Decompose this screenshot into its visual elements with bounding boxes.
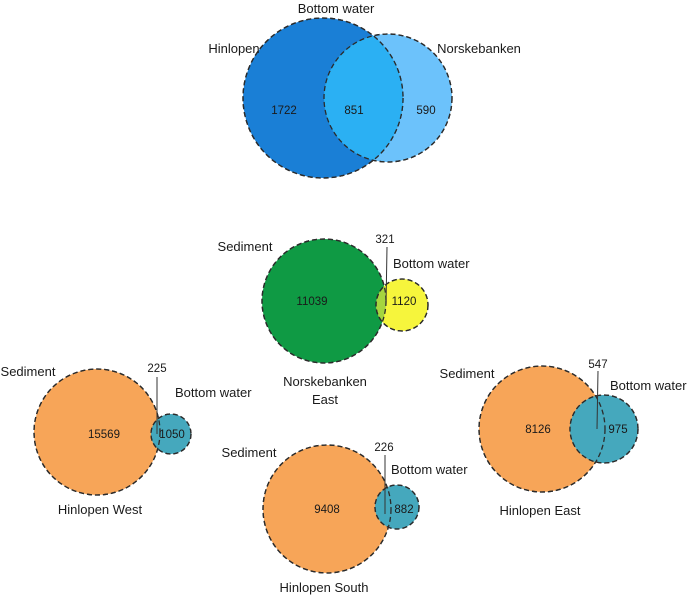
hinlopen-west-venn: Sediment 225 Bottom water 15569 1050 Hin… bbox=[1, 363, 253, 517]
ne-bottom-water-only-count: 1120 bbox=[392, 296, 417, 308]
norskebanken-label: Norskebanken bbox=[437, 41, 521, 56]
ne-site-label-line2: East bbox=[312, 392, 338, 407]
hw-site-label: Hinlopen West bbox=[58, 502, 143, 517]
hs-sediment-only-count: 9408 bbox=[314, 504, 340, 516]
he-bottom-water-label: Bottom water bbox=[610, 378, 687, 393]
hs-shared-count: 226 bbox=[374, 442, 393, 454]
ne-sediment-only-count: 11039 bbox=[296, 296, 327, 308]
he-sediment-only-count: 8126 bbox=[525, 424, 551, 436]
hs-bottom-water-outline bbox=[374, 484, 420, 530]
hinlopen-south-venn: Sediment 226 Bottom water 9408 882 Hinlo… bbox=[222, 442, 469, 595]
ne-bottom-water-label: Bottom water bbox=[393, 256, 470, 271]
he-bottom-water-outline bbox=[569, 394, 639, 464]
ne-shared-count: 321 bbox=[375, 234, 394, 246]
ne-sediment-label: Sediment bbox=[218, 239, 273, 254]
hw-shared-count: 225 bbox=[147, 363, 166, 375]
ne-bottom-water-outline bbox=[375, 278, 429, 332]
hinlopen-only-count: 1722 bbox=[271, 105, 297, 117]
hw-sediment-label: Sediment bbox=[1, 364, 56, 379]
hw-bottom-water-only-count: 1050 bbox=[159, 429, 185, 441]
he-shared-pointer bbox=[596, 370, 599, 430]
bottom-water-shared-count: 851 bbox=[344, 105, 363, 117]
hinlopen-label: Hinlopen bbox=[208, 41, 259, 56]
hs-bottom-water-label: Bottom water bbox=[391, 462, 468, 477]
hs-sediment-label: Sediment bbox=[222, 445, 277, 460]
hinlopen-east-venn: Sediment 547 Bottom water 8126 975 Hinlo… bbox=[440, 359, 688, 518]
hs-sediment-outline bbox=[262, 444, 392, 574]
hw-sediment-outline bbox=[33, 368, 161, 496]
ne-site-label-line1: Norskebanken bbox=[283, 374, 367, 389]
he-shared-count: 547 bbox=[588, 359, 607, 371]
he-sediment-outline bbox=[478, 365, 606, 493]
hw-bottom-water-outline bbox=[150, 413, 192, 455]
he-bottom-water-only-count: 975 bbox=[608, 424, 627, 436]
bottom-water-overlap bbox=[324, 34, 403, 162]
bottom-water-title: Bottom water bbox=[298, 1, 375, 16]
hs-site-label: Hinlopen South bbox=[280, 580, 369, 595]
norskebanken-outline bbox=[323, 33, 453, 163]
bottom-water-venn: Bottom water Hinlopen Norskebanken 1722 … bbox=[208, 1, 521, 179]
norskebanken-only-count: 590 bbox=[416, 105, 435, 117]
hw-bottom-water-label: Bottom water bbox=[175, 385, 252, 400]
he-site-label: Hinlopen East bbox=[500, 503, 581, 518]
ne-shared-pointer bbox=[385, 246, 388, 307]
hw-sediment-only-count: 15569 bbox=[88, 429, 120, 441]
norskebanken-east-venn: Sediment 321 Bottom water 11039 1120 Nor… bbox=[218, 234, 471, 407]
he-sediment-label: Sediment bbox=[440, 366, 495, 381]
hinlopen-outline bbox=[242, 17, 404, 179]
hs-bottom-water-only-count: 882 bbox=[394, 504, 413, 516]
